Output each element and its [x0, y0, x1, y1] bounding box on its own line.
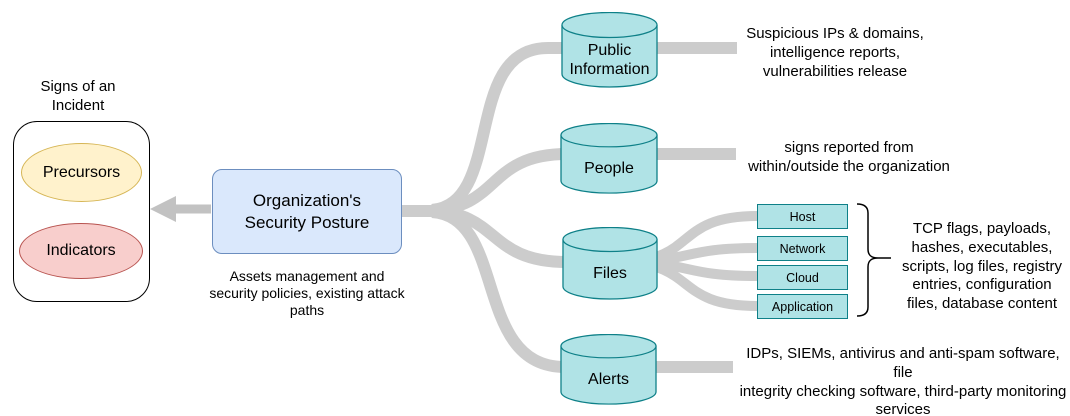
cylinder-public-information: Public Information	[561, 12, 658, 88]
security-posture-box: Organization's Security Posture	[212, 169, 402, 254]
left-arrow	[150, 196, 211, 222]
sub-box-host: Host	[757, 204, 848, 229]
security-posture-caption: Assets management and security policies,…	[209, 268, 405, 319]
description-alerts: IDPs, SIEMs, antivirus and anti-spam sof…	[739, 345, 1067, 416]
sub-box-application-label: Application	[771, 299, 834, 314]
cylinder-label-alerts: Alerts	[588, 370, 629, 388]
cylinder-files: Files	[562, 227, 658, 300]
incident-panel-title: Signs of an Incident	[40, 78, 116, 114]
sub-box-cloud-label: Cloud	[786, 270, 819, 285]
description-public-information: Suspicious IPs & domains, intelligence r…	[746, 25, 924, 80]
sub-box-cloud: Cloud	[757, 265, 848, 290]
cylinder-label-people: People	[584, 159, 634, 177]
connector-alerts	[431, 206, 733, 373]
database-cylinder-icon	[560, 334, 657, 405]
sub-box-network-label: Network	[779, 241, 826, 256]
curly-brace-icon	[856, 203, 879, 317]
sub-box-application: Application	[757, 294, 848, 319]
cylinder-label-files: Files	[593, 264, 627, 282]
left-arrow-head-icon	[150, 196, 176, 222]
connector-public-information	[430, 42, 737, 216]
indicators-ellipse: Indicators	[19, 223, 143, 279]
description-people: signs reported from within/outside the o…	[748, 139, 950, 175]
description-files: TCP flags, payloads, hashes, executables…	[901, 220, 1063, 312]
precursors-ellipse: Precursors	[21, 143, 142, 202]
indicators-label: Indicators	[46, 242, 116, 259]
database-cylinder-icon	[562, 227, 658, 300]
sub-box-network: Network	[757, 236, 848, 261]
cylinder-alerts: Alerts	[560, 334, 657, 405]
connector-people	[431, 148, 736, 216]
database-cylinder-icon	[560, 123, 658, 194]
cylinder-people: People	[560, 123, 658, 194]
security-posture-label: Organization's Security Posture	[244, 191, 370, 232]
sub-box-host-label: Host	[789, 209, 816, 224]
precursors-label: Precursors	[42, 163, 121, 181]
database-cylinder-icon	[561, 12, 658, 88]
cylinder-label-public-information: Public Information	[569, 41, 650, 78]
